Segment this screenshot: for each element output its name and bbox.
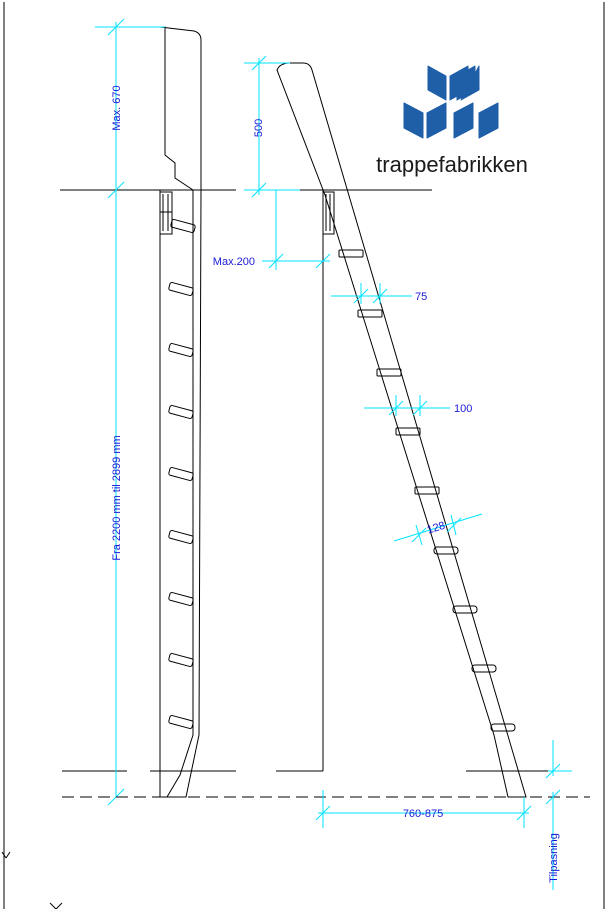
front-rung [168, 714, 194, 730]
label-760-875: 760-875 [403, 808, 443, 820]
side-stringer-outline [276, 62, 527, 798]
brand-name: trappefabrikken [376, 152, 528, 177]
brand-logo: trappefabrikken [376, 65, 528, 177]
dim-75: 75 [331, 283, 427, 304]
side-view: 500 Max.200 75 100 [62, 55, 590, 890]
label-max-670: Max. 670 [111, 85, 123, 130]
front-rung [168, 591, 194, 607]
side-tread [338, 249, 364, 258]
label-100: 100 [454, 403, 472, 415]
dim-128: 128 [393, 513, 483, 546]
dim-760-875: 760-875 [315, 790, 532, 828]
side-tread [490, 723, 516, 732]
label-tilpasning: Tilpasning [548, 833, 560, 883]
front-rung [168, 466, 194, 482]
label-75: 75 [415, 291, 427, 303]
dim-max-670: Max. 670 [95, 18, 165, 199]
cube-logo-icon [403, 65, 499, 139]
label-total-height: Fra 2200 mm til 2899 mm [111, 435, 123, 560]
side-tread [452, 605, 478, 614]
side-tread [471, 664, 497, 673]
label-max-200: Max.200 [213, 256, 255, 268]
side-tread [433, 546, 459, 555]
side-tread [357, 309, 383, 318]
front-rungs [168, 218, 196, 730]
corner-marks [1, 851, 63, 909]
dim-tilpasning: Tilpasning [545, 740, 572, 890]
front-rung [170, 218, 196, 234]
side-tread [395, 427, 421, 436]
dim-total-height: Fra 2200 mm til 2899 mm [107, 190, 125, 806]
front-hook-bracket [159, 191, 173, 235]
front-rung [168, 404, 194, 420]
sheet-border [3, 2, 605, 909]
dim-500: 500 [244, 55, 300, 198]
dim-max-200: Max.200 [213, 190, 331, 270]
dim-100: 100 [364, 395, 472, 416]
side-hook-bracket [322, 191, 335, 235]
side-treads [338, 249, 516, 732]
front-rung [168, 281, 194, 297]
label-500: 500 [253, 119, 265, 137]
front-rung [168, 529, 194, 545]
front-rung [168, 342, 194, 358]
side-tread [414, 486, 440, 495]
front-view: Max. 670 Fra 2200 mm til 2899 mm [60, 18, 236, 806]
label-128: 128 [426, 520, 447, 537]
side-tread [376, 368, 402, 377]
front-rung [168, 652, 194, 668]
front-stringer-outline [159, 26, 202, 798]
